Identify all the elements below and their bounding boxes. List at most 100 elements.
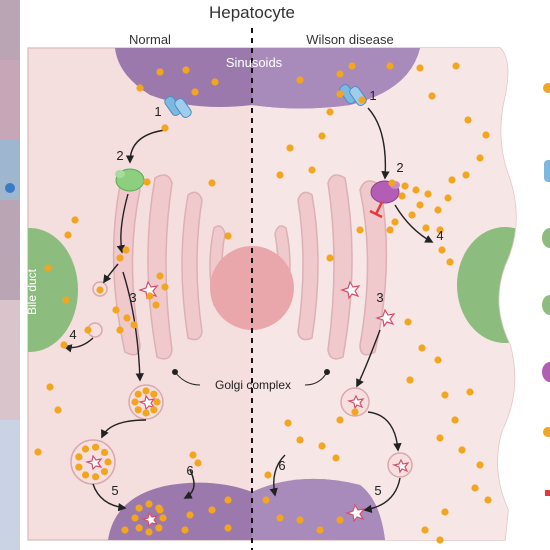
step-5-right: 5 (374, 483, 381, 498)
copper-ion-icon (416, 64, 424, 72)
copper-ion-icon (75, 463, 83, 471)
copper-ion-icon (408, 211, 416, 219)
copper-ion-icon (296, 436, 304, 444)
copper-ion-icon (276, 171, 284, 179)
copper-ion-icon (441, 391, 449, 399)
copper-ion-icon (134, 406, 142, 414)
step-5-left: 5 (111, 483, 118, 498)
copper-ion-icon (421, 526, 429, 534)
copper-ion-icon (406, 376, 414, 384)
copper-ion-icon (388, 179, 396, 187)
copper-ion-icon (471, 484, 479, 492)
copper-ion-icon (448, 176, 456, 184)
copper-ion-icon (75, 453, 83, 461)
copper-ion-icon (145, 528, 153, 536)
copper-ion-icon (130, 321, 138, 329)
step-4-left: 4 (69, 327, 76, 342)
copper-ion-icon (326, 254, 334, 262)
copper-ion-icon (92, 473, 100, 481)
legend-transporter-icon (544, 160, 550, 182)
copper-ion-icon (134, 390, 142, 398)
copper-ion-icon (131, 398, 139, 406)
copper-ion-icon (81, 445, 90, 453)
copper-ion-icon (386, 226, 394, 234)
copper-ion-icon (142, 409, 150, 417)
copper-ion-icon (466, 388, 474, 396)
copper-ion-icon (422, 224, 430, 232)
legend-bile-icon (542, 295, 550, 315)
step-1-right: 1 (369, 88, 376, 103)
copper-ion-icon (224, 232, 232, 240)
copper-ion-icon (336, 70, 344, 78)
copper-ion-icon (189, 451, 197, 459)
step-4-right: 4 (436, 228, 443, 243)
copper-ion-icon (424, 190, 432, 198)
copper-ion-icon (153, 398, 161, 406)
copper-ion-icon (438, 246, 446, 254)
copper-ion-icon (194, 459, 202, 467)
copper-ion-icon (123, 314, 131, 322)
copper-ion-icon (116, 254, 124, 262)
copper-ion-icon (54, 406, 62, 414)
copper-ion-icon (62, 296, 70, 304)
copper-ion-icon (476, 154, 484, 162)
copper-ion-icon (104, 458, 112, 466)
copper-ion-icon (100, 468, 109, 476)
copper-ion-icon (296, 76, 304, 84)
copper-ion-icon (186, 511, 194, 519)
atp7b-mutant-icon (370, 180, 400, 204)
copper-ion-icon (416, 201, 424, 209)
copper-ion-icon (84, 326, 92, 334)
copper-ion-icon (358, 96, 366, 104)
copper-ion-icon (224, 524, 232, 532)
copper-ion-icon (398, 192, 406, 200)
copper-ion-icon (482, 131, 490, 139)
copper-ion-icon (146, 292, 154, 300)
copper-ion-icon (356, 226, 364, 234)
copper-ion-icon (161, 283, 169, 291)
copper-ion-icon (208, 506, 216, 514)
copper-ion-icon (458, 446, 466, 454)
copper-ion-icon (348, 62, 356, 70)
golgi-complex-right (274, 174, 388, 360)
copper-ion-icon (156, 68, 164, 76)
copper-ion-icon (116, 326, 124, 334)
copper-ion-icon (296, 516, 304, 524)
copper-ion-icon (181, 526, 189, 534)
panel-label-normal: Normal (129, 32, 171, 47)
copper-ion-icon (386, 62, 394, 70)
copper-ion-icon (64, 231, 72, 239)
step-6-right: 6 (278, 458, 285, 473)
copper-ion-icon (60, 341, 68, 349)
copper-ion-icon (264, 471, 272, 479)
copper-ion-icon (44, 264, 52, 272)
copper-ions (34, 62, 492, 544)
legend-copper2-icon (543, 427, 550, 437)
background-photo-strip (0, 0, 20, 550)
copper-ion-icon (351, 408, 359, 416)
bile-duct-label: Bile duct (25, 268, 39, 315)
copper-ion-icon (208, 179, 216, 187)
copper-ion-icon (284, 419, 292, 427)
copper-ion-icon (100, 448, 109, 456)
copper-ion-icon (191, 88, 199, 96)
step-1-left: 1 (154, 104, 161, 119)
legend-atp7b-mutant-icon (542, 362, 550, 382)
copper-ion-icon (462, 171, 470, 179)
sinusoids-label: Sinusoids (226, 55, 283, 70)
copper-ion-icon (412, 186, 420, 194)
copper-ion-icon (211, 78, 219, 86)
copper-ion-icon (336, 416, 344, 424)
legend-icons (542, 83, 550, 496)
copper-ion-icon (391, 218, 399, 226)
copper-ion-icon (131, 514, 139, 522)
copper-ion-icon (92, 443, 100, 451)
copper-ion-icon (96, 286, 104, 294)
copper-ion-icon (316, 526, 324, 534)
copper-ion-icon (135, 504, 143, 512)
copper-ion-icon (308, 166, 316, 174)
copper-ion-icon (145, 500, 153, 508)
copper-ion-icon (286, 144, 294, 152)
step-6-left: 6 (186, 463, 193, 478)
copper-ion-icon (159, 514, 167, 522)
